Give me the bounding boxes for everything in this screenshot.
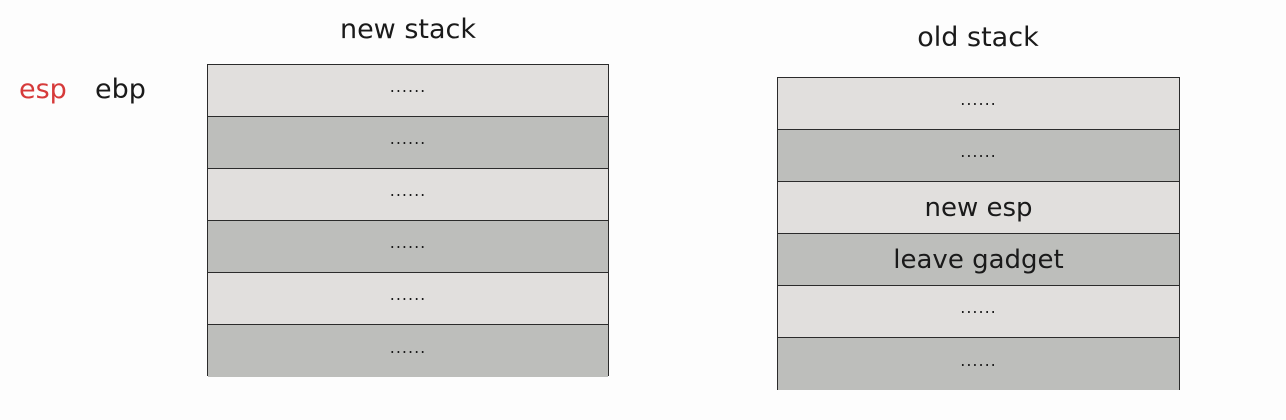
ebp-label: ebp xyxy=(95,74,146,105)
new-stack: ...... ...... ...... ...... ...... .....… xyxy=(207,64,609,377)
old-stack-cell-leave-gadget: leave gadget xyxy=(778,234,1179,286)
old-stack-cell: ...... xyxy=(778,130,1179,182)
old-stack-cell: ...... xyxy=(778,78,1179,130)
new-stack-title: new stack xyxy=(339,14,477,45)
old-stack-cell: ...... xyxy=(778,286,1179,338)
old-stack-cell: ...... xyxy=(778,338,1179,390)
old-stack-cell-new-esp: new esp xyxy=(778,182,1179,234)
new-stack-cell: ...... xyxy=(208,273,608,325)
old-stack-title: old stack xyxy=(917,22,1039,53)
new-stack-cell: ...... xyxy=(208,117,608,169)
new-stack-cell: ...... xyxy=(208,325,608,377)
old-stack: ...... ...... new esp leave gadget .....… xyxy=(777,77,1180,390)
new-stack-cell: ...... xyxy=(208,221,608,273)
esp-label: esp xyxy=(19,74,67,105)
new-stack-cell: ...... xyxy=(208,169,608,221)
new-stack-cell: ...... xyxy=(208,65,608,117)
